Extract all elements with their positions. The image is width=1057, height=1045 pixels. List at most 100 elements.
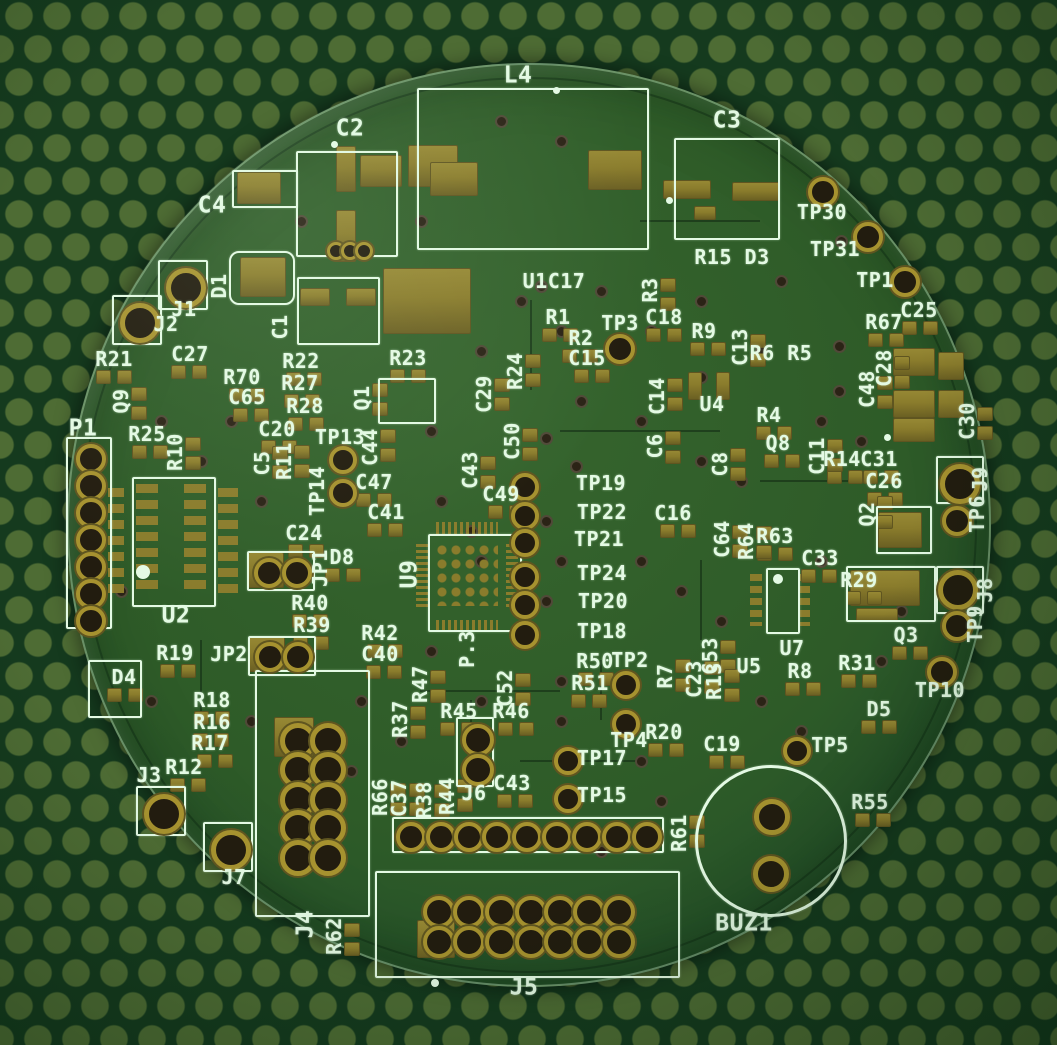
copper-pad (648, 743, 663, 757)
silkscreen-label: R40 (291, 591, 329, 615)
copper-pad (827, 439, 843, 453)
copper-pad (806, 682, 821, 696)
copper-pad (571, 694, 586, 708)
copper-pad (286, 372, 301, 386)
copper-pad (862, 674, 877, 688)
via (875, 655, 888, 668)
copper-pad (314, 636, 329, 650)
plated-hole (76, 552, 106, 582)
copper-pad (750, 353, 766, 367)
plated-hole (329, 479, 357, 507)
q1-outline (378, 378, 436, 424)
silkscreen-label: C48 (855, 370, 879, 408)
silkscreen-label: D5 (866, 697, 892, 721)
copper-pad (346, 568, 361, 582)
silkscreen-label: C37 (387, 779, 411, 817)
silkscreen-label: C23 (682, 660, 706, 698)
silkscreen-label: P1 (68, 415, 98, 442)
copper-pad (894, 375, 910, 389)
copper-pad (522, 428, 538, 442)
copper-pad (827, 458, 843, 472)
plated-hole (927, 657, 957, 687)
silkscreen-label: R1 (545, 305, 571, 329)
plated-hole (511, 502, 539, 530)
copper-pad (410, 706, 426, 720)
silkscreen-label: C8 (708, 451, 732, 477)
silkscreen-label: J9 (968, 466, 992, 492)
plated-hole (310, 840, 346, 876)
copper-pad (977, 407, 993, 421)
copper-pad (522, 447, 538, 461)
silkscreen-label: TP20 (577, 589, 629, 613)
copper-pad (214, 733, 229, 747)
copper-pad (254, 408, 269, 422)
plated-hole (511, 591, 539, 619)
copper-pad (855, 813, 870, 827)
copper-pad (518, 794, 533, 808)
silkscreen-label: J1 (171, 297, 197, 321)
c2-outline (296, 151, 398, 257)
silkscreen-label: TP30 (796, 200, 848, 224)
copper-pad (515, 673, 531, 687)
silkscreen-label: TP24 (576, 561, 628, 585)
copper-trace (420, 690, 560, 692)
copper-pad (181, 664, 196, 678)
silkscreen-label: TP3 (601, 311, 639, 335)
silkscreen-label: Q1 (350, 385, 374, 411)
copper-pad (756, 426, 771, 440)
via (535, 280, 548, 293)
copper-pad (377, 493, 392, 507)
silkscreen-label: R20 (645, 720, 683, 744)
copper-pad (667, 397, 683, 411)
plated-hole (283, 642, 313, 672)
plated-hole (612, 710, 640, 738)
ic-pad-row (798, 574, 810, 626)
via (555, 135, 568, 148)
plated-hole (453, 896, 485, 928)
plated-hole (515, 926, 547, 958)
plated-hole (254, 558, 284, 588)
silkscreen-label: R44 (435, 777, 459, 815)
copper-pad (850, 570, 920, 606)
via (575, 395, 588, 408)
silkscreen-label: C64 (710, 520, 734, 558)
copper-pad (732, 525, 748, 539)
c4-outline (232, 170, 298, 208)
silkscreen-label: R38 (412, 781, 436, 819)
silkscreen-label: C33 (801, 546, 839, 570)
copper-pad (170, 778, 185, 792)
via (555, 555, 568, 568)
plated-hole (423, 926, 455, 958)
plated-hole (542, 822, 572, 852)
silkscreen-label: C30 (955, 402, 979, 440)
silkscreen-label: BUZ1 (715, 910, 773, 937)
plated-hole (329, 446, 357, 474)
via (425, 425, 438, 438)
silkscreen-label: R47 (408, 665, 432, 703)
copper-pad (367, 644, 382, 658)
silkscreen-label: R11 (272, 442, 296, 480)
silkscreen-label: D4 (111, 665, 137, 689)
via (715, 615, 728, 628)
silkscreen-label: C20 (258, 417, 296, 441)
via (245, 715, 258, 728)
silkscreen-label: C49 (482, 482, 520, 506)
j4-outline (255, 670, 370, 917)
via (495, 115, 508, 128)
copper-pad (409, 802, 425, 816)
silkscreen-label: R42 (361, 621, 399, 645)
silkscreen-label: Q9 (109, 388, 133, 414)
copper-pad (563, 328, 578, 342)
copper-pad (785, 454, 800, 468)
copper-pad (346, 288, 376, 306)
copper-pad (191, 778, 206, 792)
silkscreen-label: R21 (95, 347, 133, 371)
copper-pad (185, 437, 201, 451)
d1-outline (229, 251, 295, 305)
via (855, 435, 868, 448)
silkscreen-label: J5 (509, 974, 539, 1001)
plated-hole (282, 558, 312, 588)
via (775, 275, 788, 288)
plated-hole (76, 579, 106, 609)
plated-hole (515, 896, 547, 928)
